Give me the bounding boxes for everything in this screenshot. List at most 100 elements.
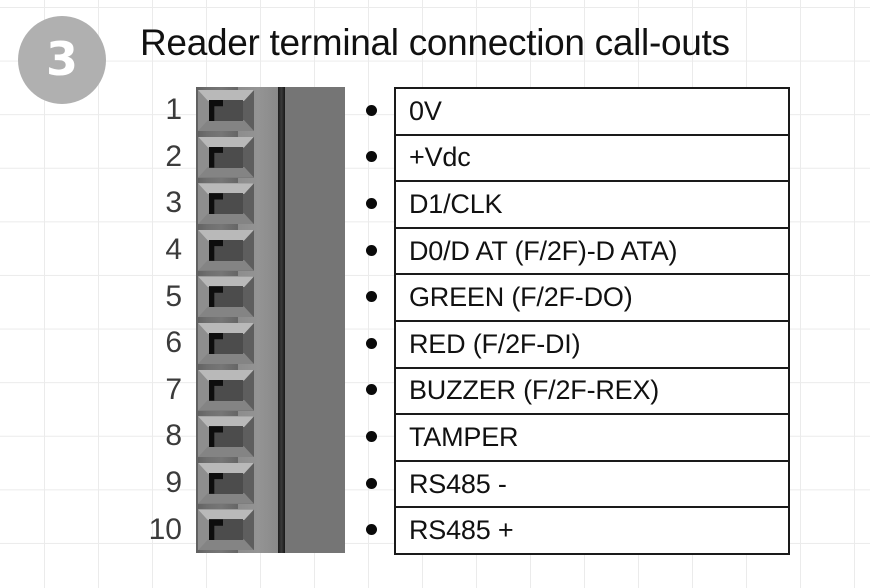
connector-divider [278,87,285,553]
page-title: Reader terminal connection call-outs [140,22,730,63]
hole-part-rightbev [243,369,254,411]
hole-part-botbev [198,446,254,458]
hole-part-rightbev [243,136,254,178]
pin-number: 5 [165,279,182,313]
hole-part-botbev [198,120,254,131]
hole-part-topbev [198,90,254,101]
connector-hole-column [285,87,345,553]
wire-entry-hole-icon [198,183,254,225]
wire-entry-hole-icon [198,90,254,131]
hole-part-rightbev [243,90,254,131]
hole-part-botbev [198,492,254,504]
hole-part-rightbev [243,462,254,504]
pin-rows: 1 2 3 4 5 6 7 8 [0,87,870,554]
hole-part-topbev [198,369,254,381]
pin-row: 2 [0,134,870,181]
hole-part-botbev [198,306,254,318]
pin-row: 4 [0,227,870,274]
pin-row: 6 [0,320,870,367]
hole-part-topbev [198,509,254,521]
pin-number: 10 [148,512,182,546]
pin-row: 1 [0,87,870,134]
hole-part-leftbev [198,462,209,504]
hole-part-topbev [198,462,254,474]
hole-part-leftbev [198,136,209,178]
hole-part-leftbev [198,183,209,225]
table-row: GREEN (F/2F-DO) [396,275,788,322]
hole-part-leftbev [198,229,209,271]
pin-number: 4 [165,233,182,267]
hole-part-botbev [198,213,254,225]
hole-part-topbev [198,183,254,195]
bullet-icon [366,197,377,209]
pin-row: 3 [0,180,870,227]
hole-part-rightbev [243,183,254,225]
pin-number: 1 [165,93,182,127]
pin-row: 9 [0,460,870,507]
hole-part-rightbev [243,416,254,458]
hole-part-leftbev [198,323,209,364]
callout-label: RS485 - [409,468,507,499]
table-row: TAMPER [396,415,788,462]
callout-label: D0/D AT (F/2F)-D ATA) [409,235,678,266]
callout-label: 0V [409,95,442,126]
table-row: RS485 + [396,508,788,555]
wire-entry-hole-icon [198,369,254,411]
callout-label-table: 0V +Vdc D1/CLK D0/D AT (F/2F)-D ATA) GRE… [394,87,790,555]
bullet-icon [366,244,377,256]
pin-row: 8 [0,413,870,460]
pin-number: 9 [165,466,182,500]
hole-part-botbev [198,259,254,271]
hole-part-topbev [198,416,254,428]
bullet-icon [366,524,377,536]
callout-label: GREEN (F/2F-DO) [409,282,633,313]
bullet-icon [366,291,377,303]
callout-label: RED (F/2F-DI) [409,328,581,359]
wire-entry-hole-icon [198,323,254,364]
pin-row: 5 [0,273,870,320]
wire-entry-hole-icon [198,416,254,458]
table-row: +Vdc [396,136,788,183]
hole-part-topbev [198,276,254,288]
pin-number: 2 [165,139,182,173]
hole-part-topbev [198,136,254,148]
pin-row: 7 [0,367,870,414]
hole-part-topbev [198,323,254,334]
table-row: 0V [396,89,788,136]
bullet-icon [366,151,377,163]
pin-number: 7 [165,372,182,406]
hole-part-rightbev [243,276,254,318]
table-row: D1/CLK [396,182,788,229]
hole-part-leftbev [198,276,209,318]
wire-entry-hole-icon [198,276,254,318]
bullet-icon [366,384,377,396]
pin-number: 6 [165,326,182,360]
hole-part-botbev [198,399,254,411]
bullet-icon [366,430,377,442]
hole-part-botbev [198,166,254,178]
table-row: RED (F/2F-DI) [396,322,788,369]
pin-number: 8 [165,419,182,453]
hole-part-topbev [198,229,254,241]
hole-part-leftbev [198,90,209,131]
step-number-badge: 3 [18,16,106,104]
table-row: D0/D AT (F/2F)-D ATA) [396,229,788,276]
table-row: BUZZER (F/2F-REX) [396,369,788,416]
bullet-icon [366,477,377,489]
callout-label: RS485 + [409,515,514,546]
hole-part-rightbev [243,509,254,551]
hole-part-botbev [198,353,254,364]
callout-label: TAMPER [409,421,519,452]
terminal-block-connector [196,87,345,553]
callout-label: BUZZER (F/2F-REX) [409,375,660,406]
hole-part-rightbev [243,323,254,364]
hole-part-rightbev [243,229,254,271]
bullet-icon [366,104,377,116]
step-number-label: 3 [45,32,78,86]
wire-entry-hole-icon [198,509,254,551]
bullet-icon [366,337,377,349]
hole-part-leftbev [198,416,209,458]
hole-part-leftbev [198,369,209,411]
wire-entry-hole-icon [198,229,254,271]
